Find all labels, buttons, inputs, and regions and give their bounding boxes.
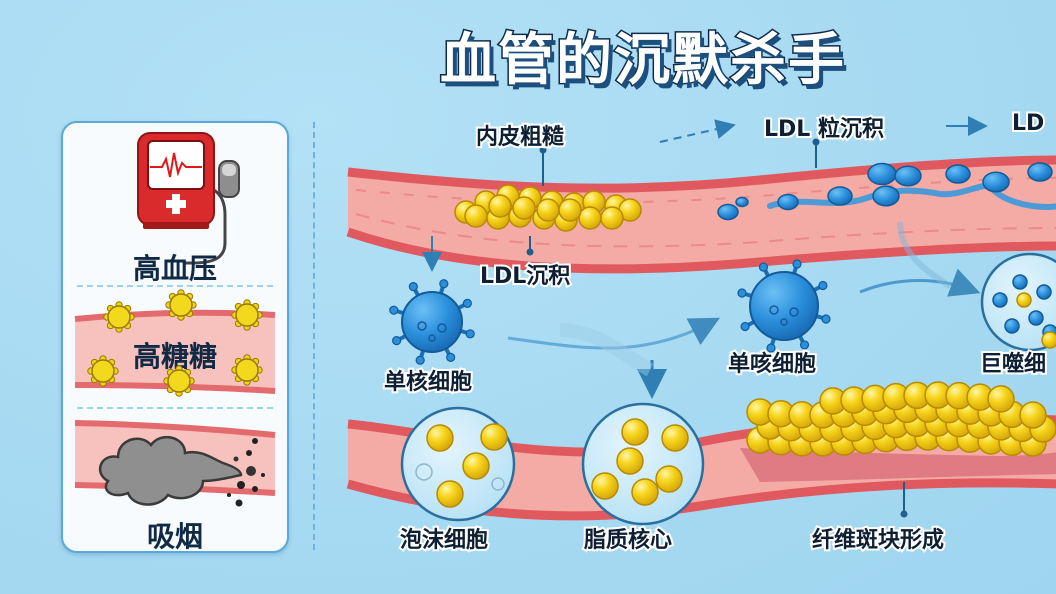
lipid-particle [631, 478, 659, 506]
ldl-particle [777, 193, 799, 211]
divider [77, 285, 273, 287]
label-macrophage: 巨噬细 [978, 350, 1048, 379]
lipid-particle [987, 385, 1015, 413]
ldl-particle [872, 185, 900, 207]
ldl-particle [1004, 318, 1020, 334]
lipid-particle [591, 472, 619, 500]
lipid-particle [655, 465, 683, 493]
ldl-particle [945, 164, 971, 184]
label-endothelium: 内皮粗糙 [474, 123, 566, 152]
ldl-particle [1027, 162, 1053, 182]
particles [389, 162, 1056, 526]
lipid-particle [436, 480, 464, 508]
arrow-icon [559, 323, 654, 377]
lipid-particle [600, 206, 624, 230]
lipid-particle [578, 206, 602, 230]
ldl-particle [1036, 284, 1052, 300]
arrow-icon [859, 268, 981, 297]
ldl-particle [1012, 274, 1028, 290]
lipid-particle [464, 204, 488, 228]
bubble [491, 477, 505, 491]
risk-factor-illustrations [74, 132, 276, 507]
flow-arrows [422, 116, 988, 399]
ldl-particle [717, 203, 739, 221]
arrow-icon [659, 119, 736, 143]
lipid-particle [1041, 331, 1056, 349]
bubble [415, 463, 433, 481]
label-ldl-cut: LD [1010, 109, 1046, 138]
label-fibrous-plaque: 纤维斑块形成 [810, 526, 946, 555]
arrow-icon [897, 221, 952, 289]
ldl-particle [827, 186, 853, 206]
lipid-particle [661, 424, 689, 452]
label-ldl-deposit: LDL沉积 [478, 262, 572, 291]
pointer-lines [526, 138, 908, 518]
label-lipid-core: 脂质核心 [582, 526, 674, 555]
label-monocyte: 单核细胞 [382, 368, 474, 397]
lipid-particle [536, 198, 560, 222]
ldl-particle [894, 165, 922, 187]
lipid-particle [558, 198, 582, 222]
risk-label-smoking: 吸烟 [146, 520, 203, 553]
ldl-particle [867, 162, 897, 186]
lipid-particle [512, 196, 536, 220]
ldl-particle [735, 196, 749, 208]
lipid-particle [462, 452, 490, 480]
page-title: 血管的沉默杀手 [439, 27, 846, 95]
divider [77, 407, 273, 409]
label-monocyte-2: 单咳细胞 [726, 350, 818, 379]
blood-pressure-monitor-icon [137, 132, 240, 265]
ldl-particle [982, 171, 1010, 193]
monocyte-cell-icon [389, 279, 475, 365]
arrow-icon [507, 317, 720, 350]
smoke-vessel-icon [74, 420, 276, 507]
lipid-particle [488, 194, 512, 218]
risk-label-hyperglycemia: 高糖糖 [132, 340, 217, 373]
smoke-cloud-icon [98, 435, 265, 507]
lipid-particle [426, 424, 454, 452]
lipid-particle [621, 418, 649, 446]
ldl-particle [1028, 310, 1044, 326]
ldl-particle [992, 292, 1008, 308]
monocyte-cell-icon [737, 259, 831, 353]
label-foam-cell: 泡沫细胞 [398, 526, 490, 555]
label-ldl-particle: LDL 粒沉积 [762, 115, 886, 144]
lipid-particle [616, 447, 644, 475]
lipid-particle [480, 423, 508, 451]
lipid-particle [1016, 292, 1032, 308]
section-divider [313, 122, 315, 550]
lipid-particle [1019, 401, 1047, 429]
risk-label-hypertension: 高血压 [132, 252, 217, 285]
